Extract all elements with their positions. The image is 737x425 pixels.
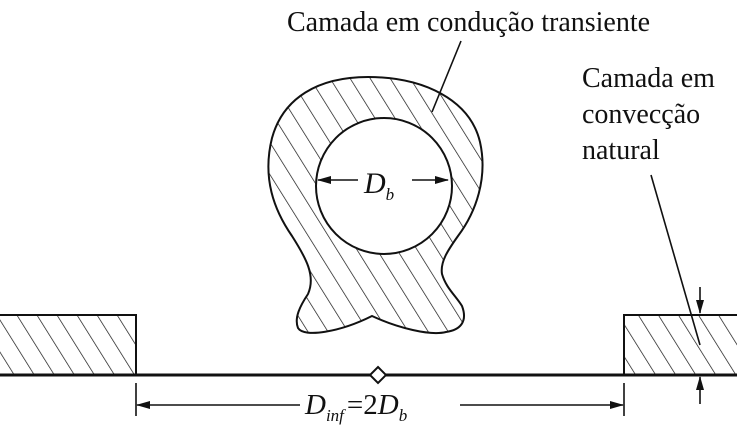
influence-diameter-label: Dinf=2Db [304, 389, 407, 425]
transient-layer-leader [431, 40, 462, 113]
convection-layer-left-outline [0, 314, 137, 375]
convection-layer-left [0, 315, 136, 375]
vapor-bubble [315, 117, 453, 255]
convection-layer-label-line2: convecção [582, 99, 700, 130]
transient-layer-label: Camada em condução transiente [287, 7, 650, 38]
convection-layer-right [624, 315, 737, 375]
convection-layer-leader [650, 174, 701, 346]
nucleation-site [368, 365, 388, 385]
convection-layer-label-line3: natural [582, 135, 660, 166]
bubble-diameter-label: Db [363, 167, 394, 204]
convection-layer-label-line1: Camada em [582, 63, 715, 94]
